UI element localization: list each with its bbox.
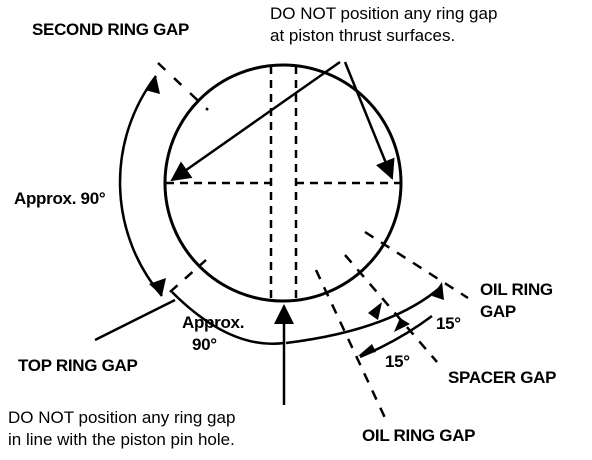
arc-arrow-oil xyxy=(432,282,444,300)
arc-arrow-spacer-a xyxy=(368,302,382,320)
oil-ring-gap-right-line2: GAP xyxy=(480,302,516,321)
second-ring-gap-mark xyxy=(157,62,209,111)
bottom-arc xyxy=(171,291,285,345)
approx-90-left-label: Approx. 90° xyxy=(14,189,106,208)
approx-label: Approx. xyxy=(182,313,245,332)
thrust-arrow-right xyxy=(343,61,395,180)
pin-note-line2: in line with the piston pin hole. xyxy=(8,430,235,449)
pin-note-line1: DO NOT position any ring gap xyxy=(8,408,236,427)
arc-arrow-bottom xyxy=(149,278,166,296)
thrust-note-line1: DO NOT position any ring gap xyxy=(270,4,498,23)
oil-ring-gap-right-line1: OIL RING xyxy=(480,280,553,299)
arc-arrow-top xyxy=(145,76,160,94)
ninety-label: 90° xyxy=(192,335,217,354)
right-arc xyxy=(285,285,443,345)
fifteen-degree-lower: 15° xyxy=(385,352,410,371)
oil-spacer-marks xyxy=(314,230,469,421)
piston-circle xyxy=(163,63,403,303)
thrust-arrow-left xyxy=(170,60,341,182)
center-cross xyxy=(166,66,400,300)
fifteen-degree-upper: 15° xyxy=(436,314,461,333)
arc-arrow-spacer-b xyxy=(394,318,410,332)
oil-ring-gap-bottom-label: OIL RING GAP xyxy=(362,426,476,445)
thrust-note-line2: at piston thrust surfaces. xyxy=(270,26,456,45)
second-ring-gap-label: SECOND RING GAP xyxy=(32,20,190,39)
top-ring-gap-mark xyxy=(169,259,207,293)
spacer-gap-label: SPACER GAP xyxy=(448,368,557,387)
top-ring-leader xyxy=(94,298,176,342)
arc-arrow-bottom-left xyxy=(358,344,376,356)
top-ring-gap-label: TOP RING GAP xyxy=(18,356,138,375)
left-arc xyxy=(118,75,163,297)
